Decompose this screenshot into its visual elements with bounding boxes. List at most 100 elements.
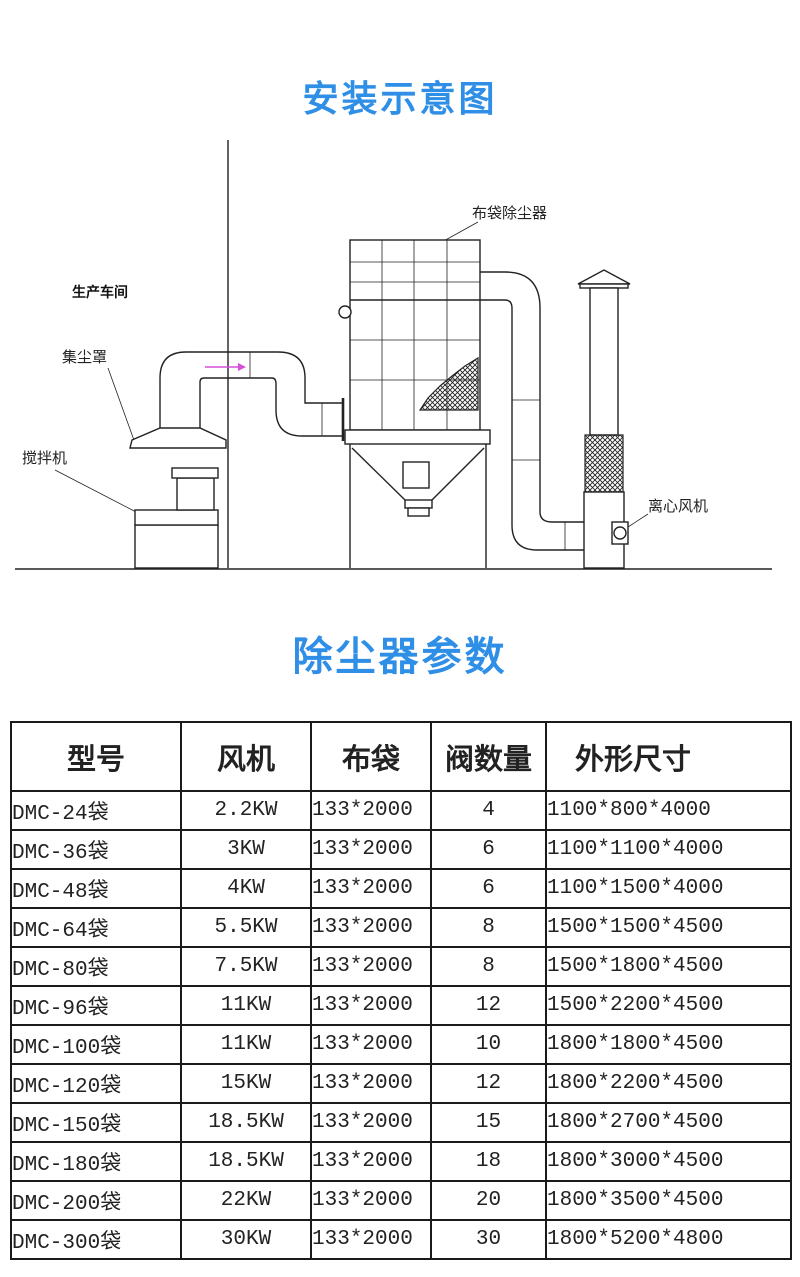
fan-power-cell: 18.5KW: [180, 1141, 312, 1182]
model-cell: DMC-80袋: [10, 946, 182, 987]
hopper-ledge: [344, 429, 491, 445]
installation-diagram: 生产车间 集尘罩 搅拌机 布袋除尘器 离心风机: [15, 140, 772, 570]
dimensions-cell: 1800*5200*4800: [545, 1219, 792, 1260]
fan-power-cell: 11KW: [180, 1024, 312, 1065]
model-cell: DMC-180袋: [10, 1141, 182, 1182]
airflow-arrow-head: [238, 363, 246, 371]
valve-count-cell: 8: [430, 907, 547, 948]
inlet-duct-outer-edge: [159, 351, 342, 428]
dimensions-cell: 1500*1500*4500: [545, 907, 792, 948]
filter-bag-cell: 133*2000: [310, 1024, 432, 1065]
dust-hood: [129, 427, 227, 449]
model-cell: DMC-64袋: [10, 907, 182, 948]
dimensions-cell: 1100*800*4000: [545, 790, 792, 831]
valve-count-cell: 20: [430, 1180, 547, 1221]
model-cell: DMC-36袋: [10, 829, 182, 870]
fan-power-cell: 11KW: [180, 985, 312, 1026]
chimney-silencer: [584, 434, 624, 493]
pulse-valve-icon: [338, 305, 352, 319]
dimensions-cell: 1800*1800*4500: [545, 1024, 792, 1065]
fan-power-cell: 2.2KW: [180, 790, 312, 831]
valve-count-cell: 4: [430, 790, 547, 831]
outlet-duct-inner-edge: [480, 299, 588, 551]
valve-count-cell: 10: [430, 1024, 547, 1065]
fan-power-cell: 30KW: [180, 1219, 312, 1260]
table-header-row: 型号 风机 布袋 阀数量 外形尺寸: [10, 721, 792, 792]
fan-power-cell: 5.5KW: [180, 907, 312, 948]
fan-power-cell: 3KW: [180, 829, 312, 870]
valve-count-cell: 30: [430, 1219, 547, 1260]
dimensions-cell: 1100*1100*4000: [545, 829, 792, 870]
mixer-feed-column: [176, 477, 215, 511]
fan-impeller-icon: [613, 526, 627, 540]
fan-label: 离心风机: [648, 497, 708, 515]
valve-count-cell: 12: [430, 1063, 547, 1104]
column-header-fan-power: 风机: [180, 721, 312, 792]
fan-power-cell: 4KW: [180, 868, 312, 909]
fan-power-cell: 7.5KW: [180, 946, 312, 987]
column-header-valve-count: 阀数量: [430, 721, 547, 792]
mixer-leader-line: [54, 469, 139, 514]
filter-bag-cell: 133*2000: [310, 790, 432, 831]
dimensions-cell: 1100*1500*4000: [545, 868, 792, 909]
valve-count-cell: 6: [430, 829, 547, 870]
model-cell: DMC-96袋: [10, 985, 182, 1026]
hood-label: 集尘罩: [62, 348, 107, 366]
model-cell: DMC-24袋: [10, 790, 182, 831]
ash-outlet: [404, 499, 433, 509]
filter-bag-cell: 133*2000: [310, 868, 432, 909]
hopper-cone-left: [351, 447, 406, 501]
filter-bag-cell: 133*2000: [310, 1102, 432, 1143]
fan-leader-line: [627, 513, 649, 528]
valve-count-cell: 6: [430, 868, 547, 909]
column-header-filter-bag: 布袋: [310, 721, 432, 792]
dimensions-cell: 1800*2200*4500: [545, 1063, 792, 1104]
filter-bag-cell: 133*2000: [310, 1063, 432, 1104]
outlet-duct-outer-edge: [480, 271, 588, 523]
filter-bag-cell: 133*2000: [310, 946, 432, 987]
dimensions-cell: 1500*1800*4500: [545, 946, 792, 987]
inlet-duct-inner-edge: [199, 377, 342, 437]
dimensions-cell: 1800*3500*4500: [545, 1180, 792, 1221]
bag-filter-label: 布袋除尘器: [472, 204, 547, 222]
fan-power-cell: 22KW: [180, 1180, 312, 1221]
fan-power-cell: 18.5KW: [180, 1102, 312, 1143]
dimensions-cell: 1800*2700*4500: [545, 1102, 792, 1143]
hopper-cone-right: [431, 447, 485, 501]
mixer-body: [134, 524, 219, 569]
filter-bag-cell: 133*2000: [310, 829, 432, 870]
chimney-body: [589, 287, 619, 436]
column-header-dimensions: 外形尺寸: [545, 721, 792, 792]
filter-bag-cell: 133*2000: [310, 907, 432, 948]
inspection-door: [402, 461, 430, 489]
filter-bag-cell: 133*2000: [310, 1180, 432, 1221]
ash-outlet-valve: [407, 507, 430, 517]
mixer-top-band: [134, 509, 219, 526]
valve-count-cell: 8: [430, 946, 547, 987]
model-cell: DMC-120袋: [10, 1063, 182, 1104]
fan-power-cell: 15KW: [180, 1063, 312, 1104]
model-cell: DMC-150袋: [10, 1102, 182, 1143]
mixer-feed-cap: [171, 467, 219, 479]
filter-bag-cell: 133*2000: [310, 985, 432, 1026]
model-cell: DMC-300袋: [10, 1219, 182, 1260]
mixer-label: 搅拌机: [22, 449, 67, 467]
valve-count-cell: 12: [430, 985, 547, 1026]
diagram-title: 安装示意图: [302, 79, 498, 120]
model-cell: DMC-100袋: [10, 1024, 182, 1065]
workshop-label: 生产车间: [72, 284, 128, 301]
filter-bag-cell: 133*2000: [310, 1219, 432, 1260]
dimensions-cell: 1800*3000*4500: [545, 1141, 792, 1182]
